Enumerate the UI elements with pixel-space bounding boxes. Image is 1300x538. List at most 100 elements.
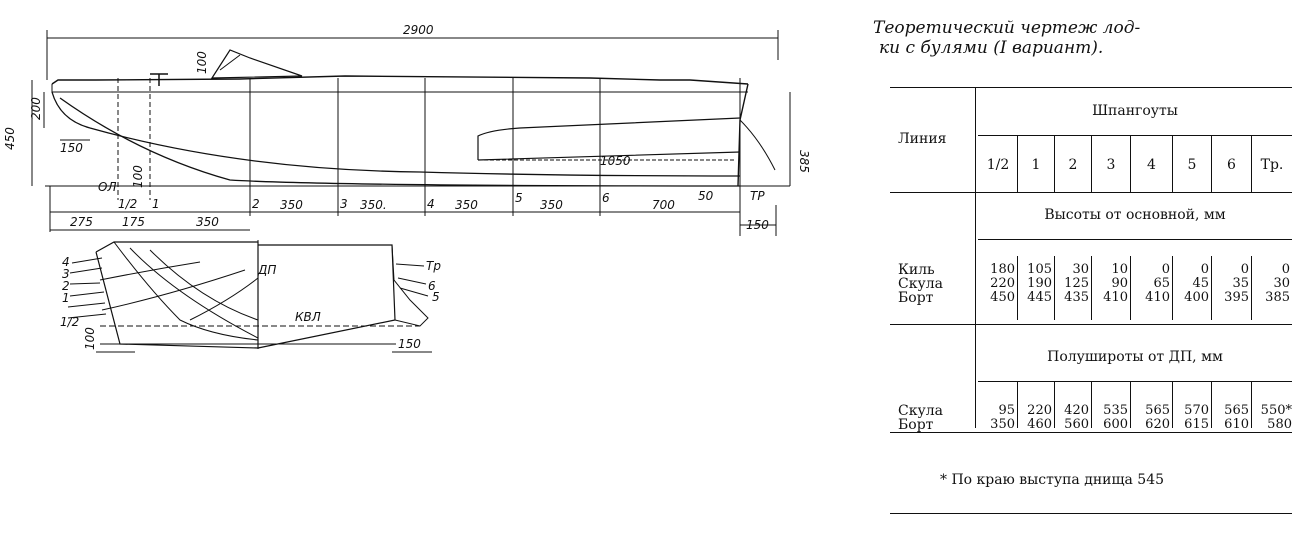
figure-caption: Теоретический чертеж лод- ки с булями (I… (873, 18, 1293, 58)
table-divider (1130, 136, 1131, 192)
label-body-6: 6 (428, 279, 436, 293)
table-divider (1172, 382, 1173, 428)
label-frame-half: 1/2 (118, 197, 137, 211)
header-line: Линия (898, 131, 947, 147)
col-header: 6 (1227, 157, 1236, 173)
dim-body-keel: 100 (83, 327, 97, 350)
dim-overall-length: 2900 (403, 23, 434, 37)
dim-bulge-length: 1050 (600, 154, 631, 168)
dim-spacing-half-1: 175 (122, 215, 145, 229)
col-header: 4 (1147, 157, 1156, 173)
dim-bow-height: 200 (29, 97, 43, 120)
table-divider (975, 88, 976, 428)
label-frame-5: 5 (515, 191, 523, 205)
col-header: 5 (1187, 157, 1197, 173)
table-rule (890, 324, 1292, 325)
label-frame-3: 3 (340, 197, 348, 211)
table-divider (1054, 136, 1055, 192)
label-body-3: 3 (62, 267, 70, 281)
table-divider (1091, 382, 1092, 428)
dim-spacing-1-2: 350 (196, 215, 219, 229)
dim-body-transom: 150 (398, 337, 421, 351)
dim-total-height: 450 (3, 127, 17, 150)
label-baseline: ОЛ (98, 180, 116, 194)
halfwidths-col: 550*580 (1260, 403, 1292, 432)
dim-keel-height: 100 (131, 165, 145, 188)
label-body-1: 1 (62, 291, 70, 305)
table-divider (1172, 136, 1173, 192)
table-divider (1211, 382, 1212, 428)
table-rule (978, 381, 1292, 382)
dim-bow-offset: 150 (60, 141, 83, 155)
dim-transom-offset: 50 (698, 189, 714, 203)
table-footnote: * По краю выступа днища 545 (940, 472, 1165, 488)
caption-line-1: Теоретический чертеж лод- (873, 18, 1141, 38)
table-divider (1054, 256, 1055, 320)
table-divider (1211, 136, 1212, 192)
label-frame-2: 2 (252, 197, 260, 211)
label-body-half: 1/2 (60, 315, 79, 329)
table-rule (978, 239, 1292, 240)
heights-row-labels: Киль Скула Борт (898, 262, 943, 306)
header-frames: Шпангоуты (1092, 103, 1178, 119)
label-frame-1: 1 (152, 197, 160, 211)
label-frame-4: 4 (427, 197, 435, 211)
halfwidths-title: Полуширoты от ДП, мм (1047, 349, 1223, 365)
offsets-table: Линия Шпангоуты 1/2 1 2 3 4 5 6 Тр. Высо… (890, 87, 1292, 514)
table-rule (978, 135, 1292, 136)
dim-transom-width: 150 (746, 218, 769, 232)
table-rule (890, 192, 1292, 193)
label-body-2: 2 (62, 279, 70, 293)
heights-title: Высоты от основной, мм (1044, 207, 1226, 223)
label-transom: ТР (750, 189, 765, 203)
table-divider (1172, 256, 1173, 320)
table-divider (1251, 136, 1252, 192)
table-divider (1017, 382, 1018, 428)
col-header: 1/2 (986, 157, 1010, 173)
drawing-labels: ОЛ 1/2 1 2 3 4 5 6 ТР 4 3 2 1 1/2 ДП КВЛ… (60, 180, 765, 329)
table-divider (1054, 382, 1055, 428)
caption-line-2: ки с булями (I вариант). (879, 38, 1104, 58)
table-rule (890, 432, 1292, 433)
label-body-tr: Тр (426, 259, 441, 273)
table-divider (1130, 382, 1131, 428)
col-header: 1 (1031, 157, 1041, 173)
dim-spacing-2-3: 350 (280, 198, 303, 212)
table-divider (1091, 256, 1092, 320)
halfwidths-row-labels: Скула Борт (898, 403, 943, 433)
col-header: 3 (1106, 157, 1116, 173)
table-divider (1251, 382, 1252, 428)
table-divider (1130, 256, 1131, 320)
table-divider (1211, 256, 1212, 320)
label-waterline: КВЛ (295, 310, 321, 324)
dim-spacing-3-4: 350. (360, 198, 387, 212)
dimension-labels: 2900 450 200 150 100 100 385 1050 50 150… (3, 23, 811, 351)
label-frame-6: 6 (602, 191, 610, 205)
table-divider (1251, 256, 1252, 320)
table-divider (1017, 256, 1018, 320)
label-body-5: 5 (432, 290, 440, 304)
table-divider (1091, 136, 1092, 192)
col-header: 2 (1068, 157, 1078, 173)
label-body-4: 4 (62, 255, 70, 269)
dim-spacing-4-5: 350 (455, 198, 478, 212)
dim-bottom-offset: 275 (70, 215, 93, 229)
table-divider (1017, 136, 1018, 192)
dim-spacing-5-6: 350 (540, 198, 563, 212)
col-header: Тр. (1260, 157, 1284, 173)
